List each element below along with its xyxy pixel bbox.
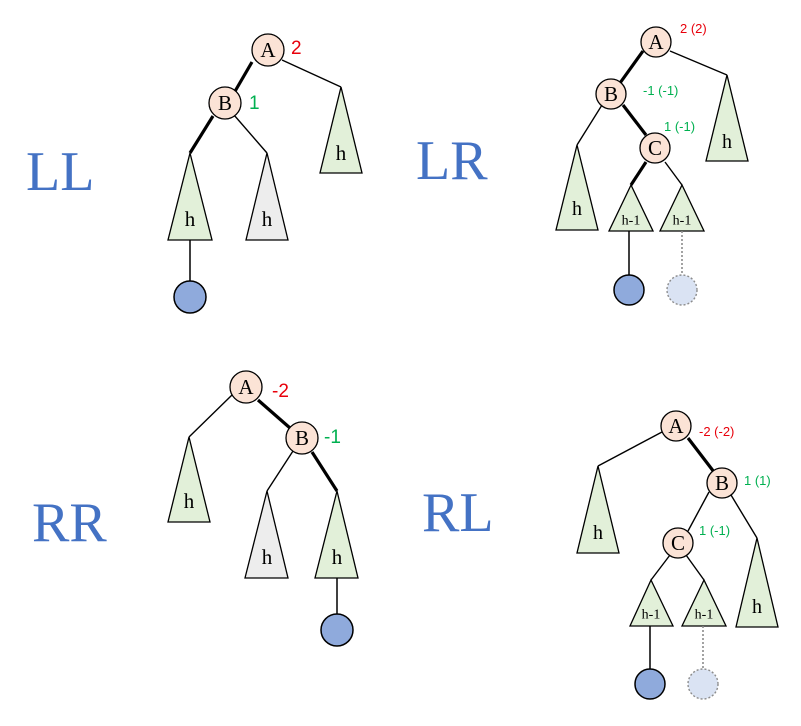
case-rr: RR h h h A -2 B -1 bbox=[32, 370, 359, 647]
case-label-lr: LR bbox=[416, 130, 488, 192]
node-c bbox=[639, 132, 671, 164]
node-a bbox=[660, 410, 692, 442]
subtree-c-left-label: h-1 bbox=[622, 214, 641, 229]
edge-a-b bbox=[618, 50, 645, 84]
subtree-a-right-label: h bbox=[722, 131, 732, 153]
node-a-balance: 2 bbox=[291, 38, 302, 59]
inserted-leaf bbox=[634, 668, 666, 700]
subtree-a-left-label: h bbox=[184, 489, 195, 513]
edge-c-left bbox=[650, 554, 671, 581]
subtree-middle-label: h bbox=[262, 207, 273, 231]
subtree-b-left-label: h bbox=[262, 545, 273, 569]
edge-a-right bbox=[669, 50, 728, 76]
node-b bbox=[706, 467, 738, 499]
subtree-c-left bbox=[607, 183, 655, 232]
node-b-label: B bbox=[295, 426, 309, 450]
edge-a-left bbox=[188, 394, 233, 438]
subtree-a-left-label: h bbox=[593, 522, 603, 544]
node-a-label: A bbox=[260, 38, 276, 62]
alt-leaf bbox=[666, 274, 698, 306]
node-b-balance: -1 (-1) bbox=[643, 83, 678, 98]
node-c bbox=[662, 527, 694, 559]
subtree-a-right bbox=[705, 74, 749, 162]
subtree-c-right bbox=[680, 578, 728, 627]
node-b-balance: 1 bbox=[249, 93, 260, 114]
node-a bbox=[640, 26, 672, 58]
edge-c-right bbox=[685, 554, 705, 581]
case-label-ll: LL bbox=[26, 141, 94, 203]
inserted-leaf bbox=[613, 274, 645, 306]
node-c-balance: 1 (-1) bbox=[664, 119, 695, 134]
case-label-rl: RL bbox=[422, 482, 494, 544]
case-rl: RL h h-1 h-1 h A -2 (-2) B 1 (1) C 1 (-1… bbox=[422, 410, 779, 700]
case-label-rr: RR bbox=[32, 492, 107, 554]
edge-a-b bbox=[256, 398, 292, 430]
edge-a-b bbox=[232, 61, 254, 94]
subtree-b-left bbox=[244, 490, 289, 579]
subtree-b-left-label: h bbox=[572, 198, 582, 220]
node-b-label: B bbox=[218, 91, 232, 115]
case-lr: LR h h-1 h-1 h A 2 (2) B -1 (-1) C 1 (-1… bbox=[416, 21, 749, 306]
subtree-c-left bbox=[628, 578, 675, 627]
edge-a-b bbox=[686, 437, 716, 473]
edge-b-right bbox=[730, 494, 758, 539]
edge-b-c bbox=[687, 491, 710, 532]
node-b bbox=[285, 421, 319, 455]
alt-leaf bbox=[687, 668, 719, 700]
inserted-leaf bbox=[173, 280, 207, 314]
case-ll: LL h h h A 2 B 1 bbox=[26, 33, 363, 314]
node-b bbox=[595, 78, 627, 110]
node-a-balance: -2 bbox=[272, 381, 289, 402]
node-b-label: B bbox=[715, 471, 729, 495]
node-a-label: A bbox=[648, 30, 664, 54]
subtree-c-right-label: h-1 bbox=[695, 608, 714, 623]
inserted-leaf bbox=[320, 613, 354, 647]
node-a bbox=[251, 33, 285, 67]
subtree-b-right-label: h bbox=[752, 596, 762, 618]
edge-b-left bbox=[266, 450, 294, 492]
edge-b-left bbox=[188, 115, 215, 154]
subtree-b-right-label: h bbox=[332, 545, 343, 569]
subtree-right bbox=[319, 86, 363, 174]
subtree-b-right bbox=[735, 537, 779, 628]
subtree-middle bbox=[245, 152, 289, 241]
node-a bbox=[229, 370, 263, 404]
node-b bbox=[208, 86, 242, 120]
subtree-c-right-label: h-1 bbox=[673, 214, 692, 229]
node-a-label: A bbox=[238, 375, 254, 399]
node-b-label: B bbox=[604, 82, 618, 106]
node-a-balance: 2 (2) bbox=[680, 21, 707, 36]
edge-c-left bbox=[629, 161, 648, 186]
node-c-label: C bbox=[648, 136, 662, 160]
subtree-right-label: h bbox=[336, 141, 347, 165]
node-a-label: A bbox=[668, 414, 684, 438]
subtree-left-label: h bbox=[185, 207, 196, 231]
subtree-a-left bbox=[576, 465, 620, 554]
edge-a-right bbox=[281, 59, 342, 88]
edge-b-left bbox=[576, 104, 603, 146]
subtree-c-left-label: h-1 bbox=[642, 608, 661, 623]
node-b-balance: -1 bbox=[324, 427, 341, 448]
edge-c-right bbox=[664, 161, 683, 186]
subtree-b-left bbox=[555, 144, 599, 231]
subtree-a-left bbox=[167, 436, 211, 523]
edge-b-right bbox=[310, 451, 339, 492]
edge-b-right bbox=[233, 114, 268, 154]
node-c-label: C bbox=[671, 531, 685, 555]
node-a-balance: -2 (-2) bbox=[699, 424, 734, 439]
edge-a-left bbox=[597, 431, 663, 467]
node-b-balance: 1 (1) bbox=[744, 473, 771, 488]
node-c-balance: 1 (-1) bbox=[699, 523, 730, 538]
edge-b-c bbox=[621, 104, 648, 136]
